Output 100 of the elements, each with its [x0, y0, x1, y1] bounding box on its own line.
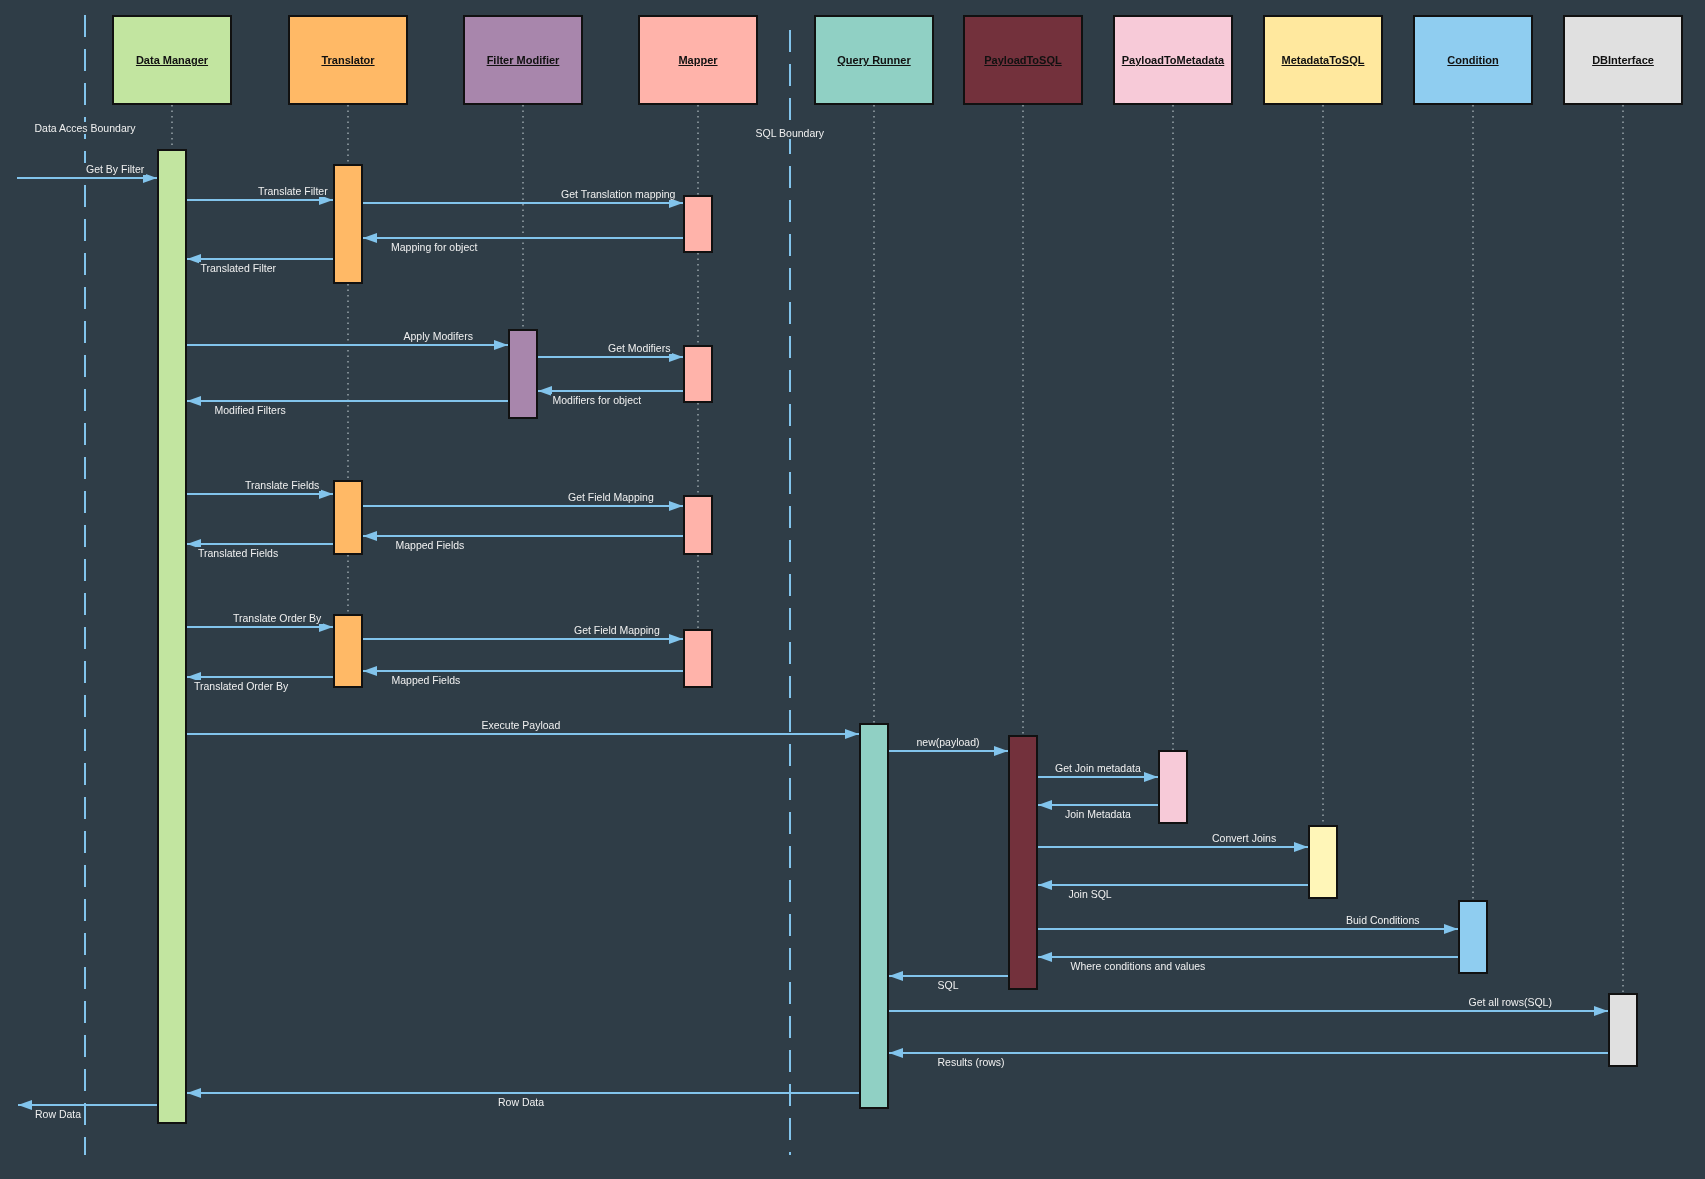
- edge-label: Get Modifiers: [606, 342, 673, 354]
- participant-box: Query Runner: [814, 15, 934, 105]
- arrow: [186, 396, 509, 406]
- activation-bar: [683, 345, 713, 403]
- activation-bar: [683, 629, 713, 688]
- edge-label: new(payload): [914, 736, 982, 748]
- edge-label: Get Field Mapping: [566, 491, 656, 503]
- arrow: [17, 1100, 158, 1110]
- arrow: [1037, 952, 1459, 962]
- edge-label: Get all rows(SQL): [1466, 996, 1554, 1008]
- activation-bar: [1608, 993, 1638, 1067]
- participant-box: Translator: [288, 15, 408, 105]
- activation-bar: [333, 480, 363, 555]
- edge-label: Modified Filters: [212, 404, 288, 416]
- lifeline: [1622, 104, 1624, 994]
- arrow: [1037, 924, 1459, 934]
- participant-box: PayloadToSQL: [963, 15, 1083, 105]
- arrow: [362, 198, 684, 208]
- edge-label: Translate Fields: [243, 479, 322, 491]
- lifeline: [697, 554, 699, 630]
- arrow: [362, 233, 684, 243]
- edge-label: Translate Filter: [256, 185, 330, 197]
- participant-box: Data Manager: [112, 15, 232, 105]
- edge-label: Mapping for object: [389, 241, 480, 253]
- activation-bar: [683, 495, 713, 555]
- activation-bar: [1458, 900, 1488, 974]
- arrow: [888, 1048, 1609, 1058]
- arrow: [888, 971, 1009, 981]
- arrow: [1037, 772, 1159, 782]
- activation-bar: [157, 149, 187, 1124]
- boundary-label: SQL Boundary: [753, 127, 826, 139]
- edge-label: Mapped Fields: [389, 674, 463, 686]
- arrow: [537, 352, 684, 362]
- lifeline: [522, 104, 524, 330]
- lifeline: [1172, 104, 1174, 751]
- edge-label: Get Join metadata: [1053, 762, 1143, 774]
- edge-label: Execute Payload: [479, 719, 563, 731]
- participant-box: Condition: [1413, 15, 1533, 105]
- activation-bar: [333, 614, 363, 688]
- participant-box: PayloadToMetadata: [1113, 15, 1233, 105]
- activation-bar: [1308, 825, 1338, 899]
- lifeline: [347, 554, 349, 615]
- arrow: [186, 672, 334, 682]
- edge-label: Translated Fields: [196, 547, 281, 559]
- arrow: [537, 386, 684, 396]
- edge-label: SQL: [935, 979, 961, 991]
- lifeline: [347, 104, 349, 165]
- arrow: [1037, 880, 1309, 890]
- arrow: [888, 1006, 1609, 1016]
- arrow: [1037, 842, 1309, 852]
- arrow: [186, 622, 334, 632]
- lifeline: [1472, 104, 1474, 901]
- participant-box: DBInterface: [1563, 15, 1683, 105]
- edge-label: Join SQL: [1066, 888, 1114, 900]
- arrow: [1037, 800, 1159, 810]
- edge-label: Join Metadata: [1063, 808, 1133, 820]
- activation-bar: [508, 329, 538, 419]
- edge-label: Buid Conditions: [1344, 914, 1422, 926]
- activation-bar: [859, 723, 889, 1109]
- arrow: [186, 195, 334, 205]
- edge-label: Get By Filter: [84, 163, 147, 175]
- lifeline: [1022, 104, 1024, 736]
- participant-box: Mapper: [638, 15, 758, 105]
- arrow: [186, 489, 334, 499]
- edge-label: Row Data: [496, 1096, 547, 1108]
- edge-label: Results (rows): [935, 1056, 1007, 1068]
- edge-label: Translate Order By: [231, 612, 324, 624]
- arrow: [186, 340, 509, 350]
- boundary-label: Data Acces Boundary: [32, 122, 138, 134]
- edge-label: Translated Order By: [192, 680, 291, 692]
- lifeline: [697, 402, 699, 496]
- arrow: [186, 1088, 860, 1098]
- participant-box: MetadataToSQL: [1263, 15, 1383, 105]
- arrow: [186, 254, 334, 264]
- edge-label: Mapped Fields: [393, 539, 467, 551]
- lifeline: [873, 104, 875, 724]
- lifeline: [697, 252, 699, 346]
- edge-label: Translated Filter: [198, 262, 278, 274]
- arrow: [186, 729, 860, 739]
- edge-label: Apply Modifers: [401, 330, 475, 342]
- arrow: [362, 666, 684, 676]
- lifeline: [697, 104, 699, 196]
- activation-bar: [683, 195, 713, 253]
- edge-label: Get Translation mapping: [559, 188, 678, 200]
- activation-bar: [1008, 735, 1038, 990]
- edge-label: Get Field Mapping: [572, 624, 662, 636]
- arrow: [888, 746, 1009, 756]
- arrow: [362, 634, 684, 644]
- edge-label: Where conditions and values: [1068, 960, 1208, 972]
- arrow: [186, 539, 334, 549]
- lifeline: [347, 283, 349, 481]
- participant-box: Filter Modifier: [463, 15, 583, 105]
- activation-bar: [1158, 750, 1188, 824]
- arrow: [16, 173, 158, 183]
- edge-label: Modifiers for object: [550, 394, 644, 406]
- edge-label: Row Data: [33, 1108, 84, 1120]
- arrow: [362, 531, 684, 541]
- edge-label: Convert Joins: [1210, 832, 1279, 844]
- arrow: [362, 501, 684, 511]
- activation-bar: [333, 164, 363, 284]
